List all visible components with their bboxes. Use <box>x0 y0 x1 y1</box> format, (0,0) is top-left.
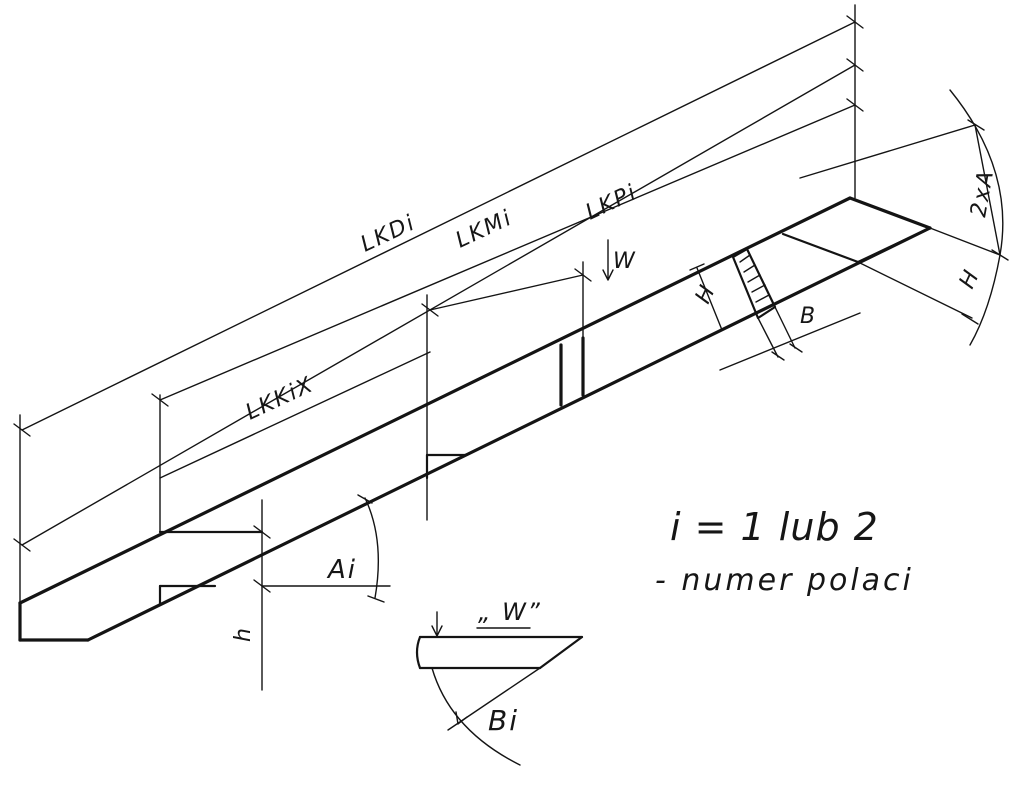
dim-h-small <box>253 525 271 593</box>
beam-bottom-edge <box>86 226 932 642</box>
w-arrow <box>602 239 614 281</box>
beam-top-edge <box>18 196 852 605</box>
extension-lines <box>19 4 856 691</box>
beam-right-end <box>848 196 932 230</box>
label-ai: Ai <box>326 555 357 585</box>
beam-left-end <box>18 601 90 642</box>
label-2xa: 2xA <box>966 167 999 219</box>
dim-h-section <box>689 263 730 334</box>
label-w: W <box>613 249 637 274</box>
step-left <box>158 530 264 607</box>
dim-b <box>719 306 861 371</box>
label-h-end: H <box>955 265 985 292</box>
note-line1: i = 1 lub 2 <box>670 505 879 549</box>
label-w-detail: „ W” <box>478 598 542 626</box>
dim-lkkix <box>159 268 592 479</box>
label-h-small: h <box>231 626 256 642</box>
dim-lkm <box>13 58 864 552</box>
label-bi: Bi <box>488 704 519 737</box>
angle-a <box>261 494 391 603</box>
label-lkkix: LKKiX <box>242 372 318 425</box>
detail-w <box>415 611 584 766</box>
label-lkp: LKPi <box>582 180 642 226</box>
label-h-section: H <box>691 280 721 307</box>
joint-w <box>559 336 585 407</box>
note-line2: - numer polaci <box>655 563 914 598</box>
dim-end <box>799 89 1009 346</box>
label-b: B <box>800 304 817 329</box>
dim-lkd <box>13 15 864 437</box>
dim-lkp <box>151 98 864 407</box>
label-lkm: LKMi <box>452 206 517 254</box>
end-section <box>781 226 932 264</box>
